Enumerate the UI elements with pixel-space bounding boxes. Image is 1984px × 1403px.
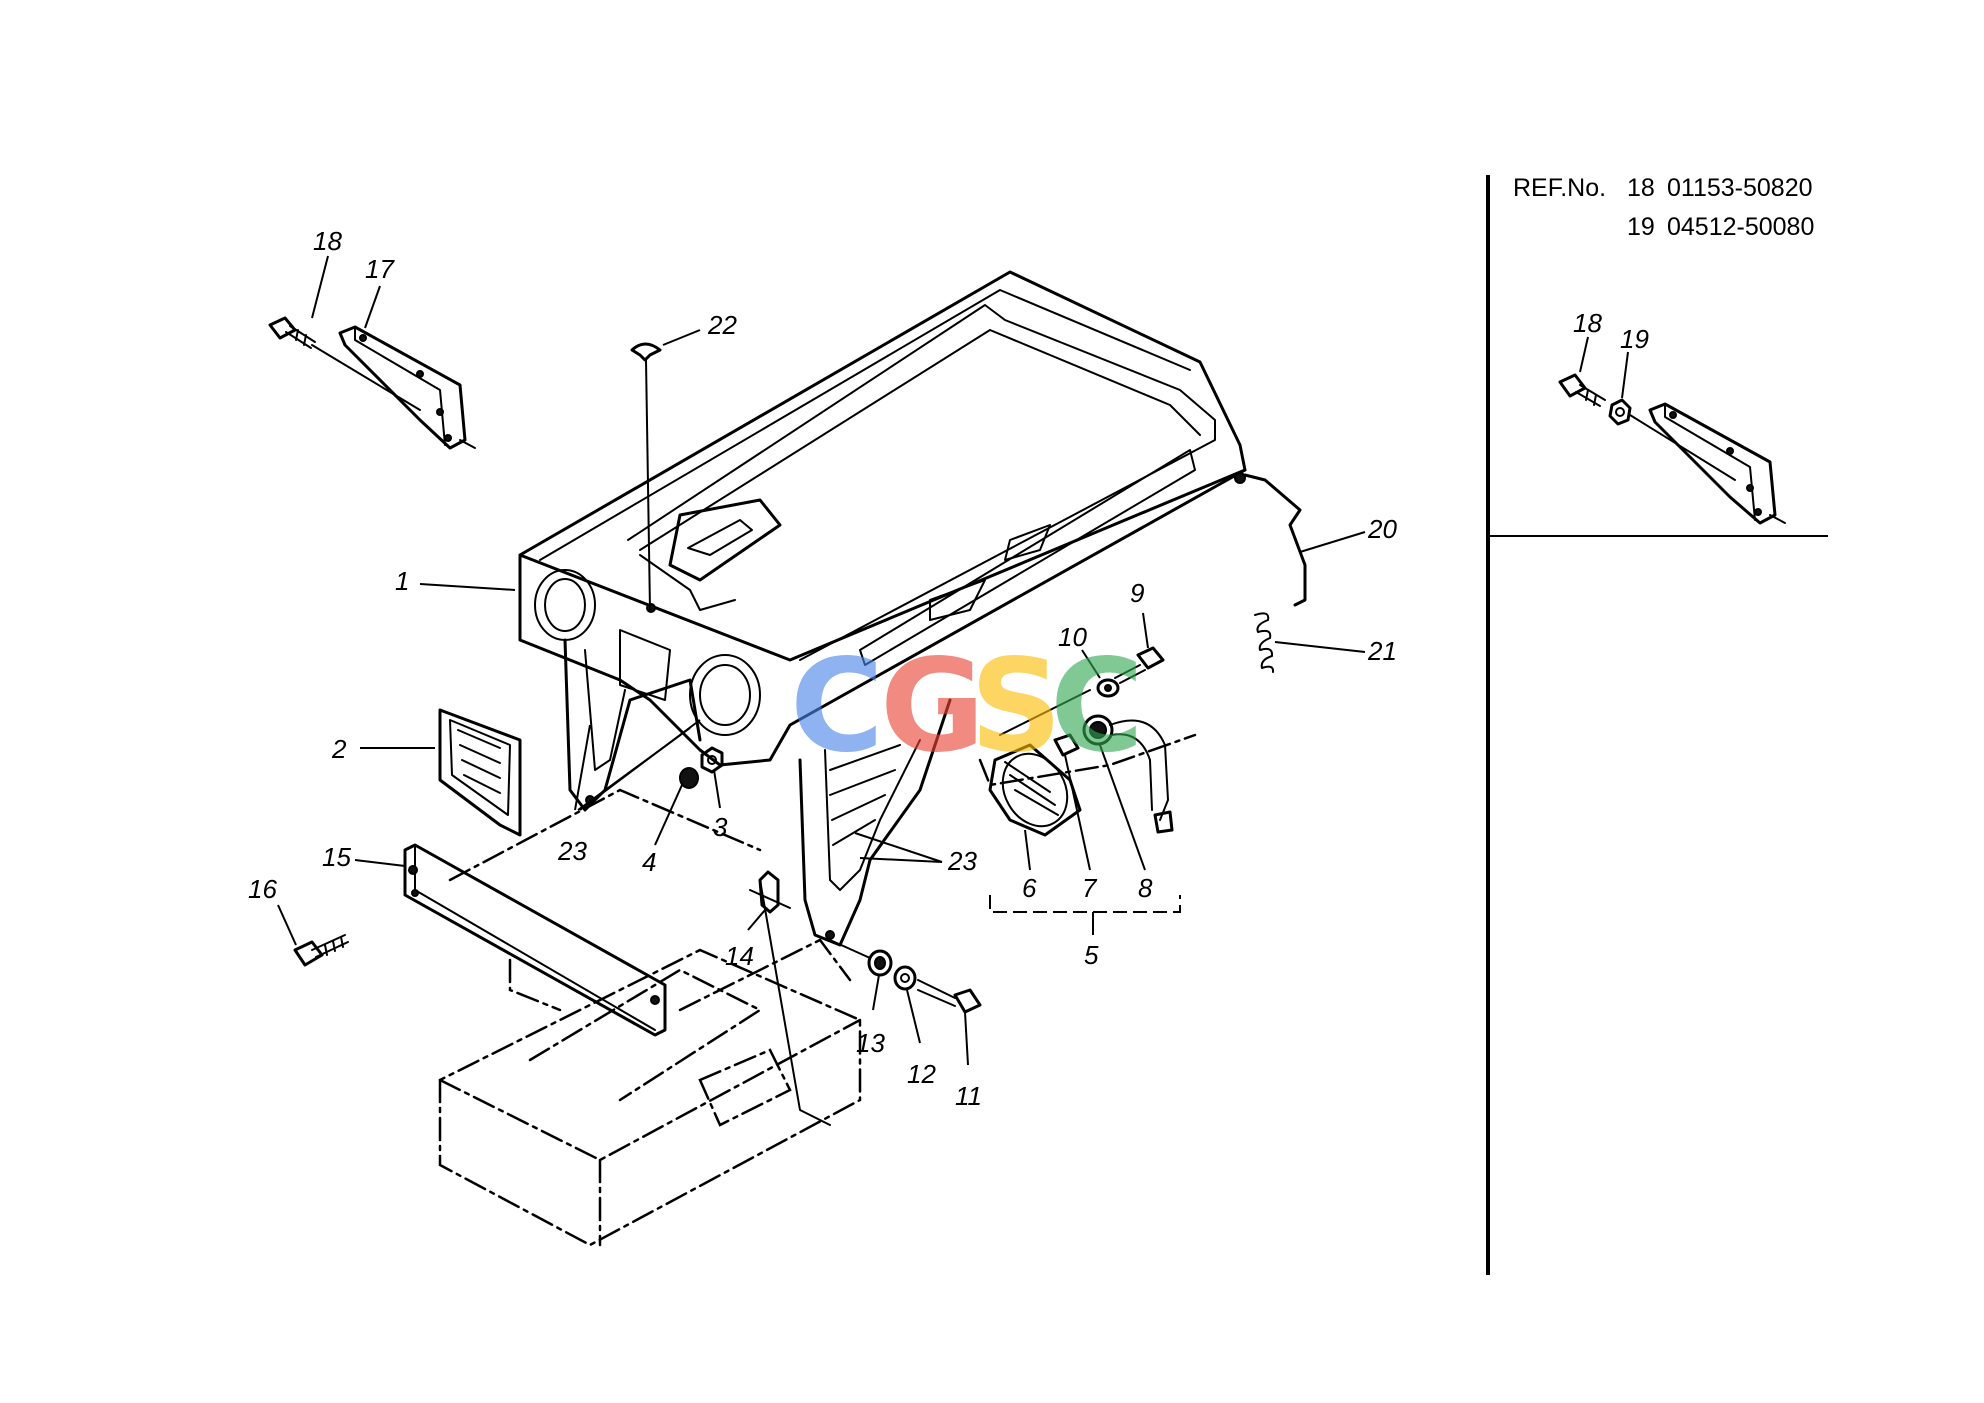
bolt-11-washers-12-13 <box>829 939 982 1014</box>
callout-16: 16 <box>248 874 277 904</box>
callout-4: 4 <box>642 847 656 877</box>
callout-14: 14 <box>725 941 754 971</box>
callout-15: 15 <box>322 842 351 872</box>
ref-row-2-ref: 19 <box>1627 213 1655 241</box>
support-rod-20 <box>1234 472 1307 607</box>
watermark-letter-1: C <box>790 632 884 781</box>
watermark-letter-4: C <box>1050 632 1144 781</box>
clip-14 <box>749 870 791 914</box>
bracket-17 <box>338 325 476 450</box>
chassis-outline <box>438 733 1197 1247</box>
snap-pin-22 <box>630 342 662 611</box>
callout-9: 9 <box>1130 578 1144 608</box>
callout-2: 2 <box>331 734 347 764</box>
callout-18: 18 <box>313 226 342 256</box>
front-plate <box>403 843 667 1037</box>
nut-3-and-washer-4 <box>679 746 724 789</box>
ref-row-1-ref: 18 <box>1627 174 1655 202</box>
reference-panel: REF.No. 18 01153-50820 19 04512-50080 18 <box>1486 174 1828 1275</box>
inset-callout-19: 19 <box>1620 324 1649 354</box>
callout-12: 12 <box>907 1059 936 1089</box>
bolt-16 <box>293 934 349 967</box>
callout-20: 20 <box>1367 514 1397 544</box>
callout-17: 17 <box>365 254 395 284</box>
bonnet-hood <box>518 270 1247 767</box>
inset-callout-18: 18 <box>1573 308 1602 338</box>
callout-5: 5 <box>1084 940 1099 970</box>
inset-bracket <box>1648 402 1786 525</box>
spring-21 <box>1254 612 1275 673</box>
inset-bolt-18 <box>1558 373 1606 407</box>
callout-3: 3 <box>713 812 728 842</box>
ref-row-1-part-no: 01153-50820 <box>1667 174 1813 202</box>
work-lamp-assembly <box>988 714 1174 837</box>
bolt-18 <box>268 316 421 411</box>
watermark: C G S C <box>790 632 1144 781</box>
callout-7: 7 <box>1082 873 1098 903</box>
bolt-9-washer-10 <box>999 646 1165 736</box>
callout-13: 13 <box>856 1028 885 1058</box>
front-grille <box>438 708 522 837</box>
callout-23-side: 23 <box>947 846 977 876</box>
callouts: 1 2 3 4 5 6 7 8 9 10 11 12 13 14 15 16 <box>248 226 1397 1111</box>
callout-8: 8 <box>1138 873 1153 903</box>
callout-10: 10 <box>1058 622 1087 652</box>
ref-row-2-part-no: 04512-50080 <box>1667 213 1814 241</box>
watermark-letter-3: S <box>970 632 1062 781</box>
callout-1: 1 <box>395 566 409 596</box>
ref-table-title: REF.No. <box>1513 174 1606 202</box>
callout-22: 22 <box>707 310 737 340</box>
watermark-letter-2: G <box>880 632 985 781</box>
callout-21: 21 <box>1367 636 1397 666</box>
front-support-frame <box>563 638 952 947</box>
callout-6: 6 <box>1022 873 1037 903</box>
callout-11: 11 <box>955 1081 982 1111</box>
callout-23-front: 23 <box>557 836 587 866</box>
